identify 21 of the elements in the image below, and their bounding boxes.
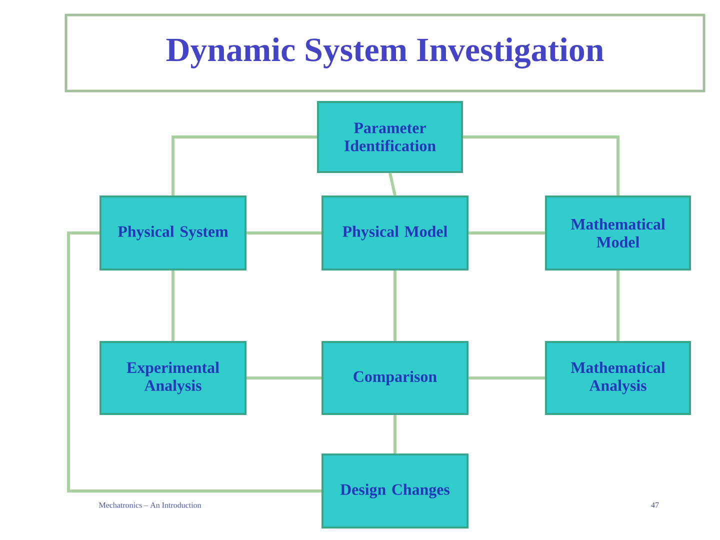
process-box: Comparison (322, 341, 468, 415)
connector-line (388, 172, 396, 196)
process-box: Physical System (100, 196, 246, 270)
connector-line (463, 136, 620, 196)
connector-line (394, 270, 396, 341)
process-box: Physical Model (322, 196, 468, 270)
connector-line (172, 270, 174, 341)
process-box: Mathematical Analysis (545, 341, 691, 415)
connector-line (616, 270, 620, 341)
process-box: Experimental Analysis (100, 341, 246, 415)
connector-line (468, 376, 545, 380)
process-box: Parameter Identification (317, 101, 463, 173)
process-box: Mathematical Model (545, 196, 691, 270)
title-box: Dynamic System Investigation (64, 14, 706, 92)
connector-line (468, 232, 545, 234)
connector-line (394, 415, 396, 454)
process-box: Design Changes (322, 454, 468, 528)
connector-line (67, 232, 322, 492)
connector-line (246, 376, 322, 380)
connector-line (172, 136, 317, 196)
connector-line (246, 232, 322, 234)
